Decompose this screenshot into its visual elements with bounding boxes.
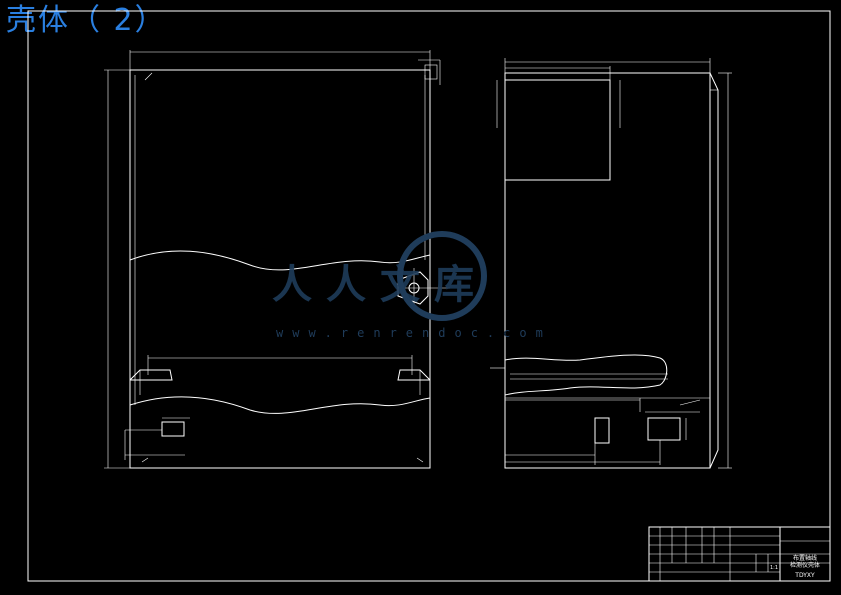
drawing-frame <box>27 10 831 582</box>
front-view <box>104 50 450 469</box>
title-block-name-line2: 检测仪壳体 <box>790 561 820 569</box>
title-block-scale: 1:1 <box>770 565 778 571</box>
title-block: 布置轴线 检测仪壳体 TDYXY 1:1 <box>648 526 831 582</box>
title-block-code: TDYXY <box>794 572 815 579</box>
side-view <box>490 58 732 469</box>
title-block-name-line1: 布置轴线 <box>793 554 817 562</box>
